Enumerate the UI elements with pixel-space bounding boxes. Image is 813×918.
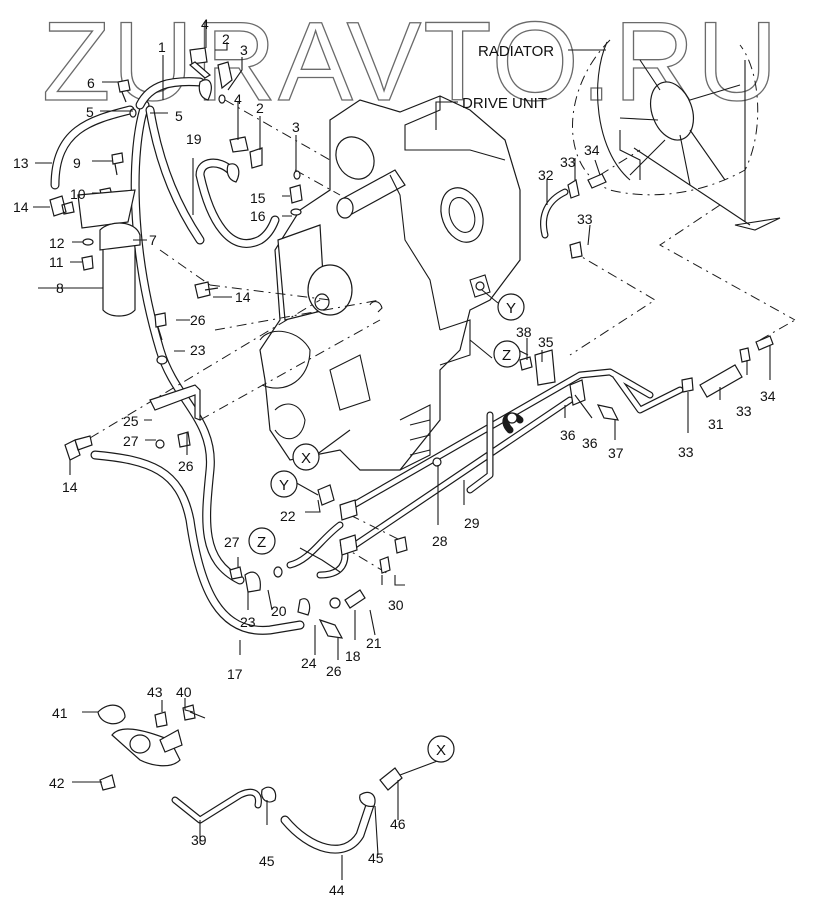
- callout-45: 45: [368, 850, 384, 866]
- callout-3: 3: [292, 119, 300, 135]
- callout-40: 40: [176, 684, 192, 700]
- callout-30: 30: [388, 597, 404, 613]
- callout-4: 4: [234, 91, 242, 107]
- callout-41: 41: [52, 705, 68, 721]
- svg-text:Y: Y: [279, 477, 289, 494]
- callout-16: 16: [250, 208, 266, 224]
- callout-31: 31: [708, 416, 724, 432]
- callout-7: 7: [149, 232, 157, 248]
- callout-2: 2: [256, 100, 264, 116]
- marker-y-lower: Y: [270, 470, 298, 498]
- callout-4: 4: [201, 16, 209, 32]
- callout-25: 25: [123, 413, 139, 429]
- callout-32: 32: [538, 167, 554, 183]
- callout-23: 23: [240, 614, 256, 630]
- marker-y-upper: Y: [497, 293, 525, 321]
- marker-z-upper: Z: [493, 340, 521, 368]
- callout-46: 46: [390, 816, 406, 832]
- callout-1: 1: [158, 39, 166, 55]
- callout-26: 26: [326, 663, 342, 679]
- callout-27: 27: [224, 534, 240, 550]
- callout-42: 42: [49, 775, 65, 791]
- callout-23: 23: [190, 342, 206, 358]
- callout-33: 33: [577, 211, 593, 227]
- svg-text:Z: Z: [257, 534, 266, 551]
- callout-34: 34: [584, 142, 600, 158]
- callout-24: 24: [301, 655, 317, 671]
- callout-39: 39: [191, 832, 207, 848]
- radiator: [572, 39, 796, 321]
- callout-36: 36: [582, 435, 598, 451]
- svg-text:X: X: [301, 450, 311, 467]
- callout-18: 18: [345, 648, 361, 664]
- center-lines: [89, 99, 796, 576]
- callout-28: 28: [432, 533, 448, 549]
- callout-33: 33: [678, 444, 694, 460]
- hoses: [50, 77, 743, 854]
- callout-5: 5: [86, 104, 94, 120]
- marker-x-upper: X: [292, 443, 320, 471]
- svg-text:Z: Z: [502, 347, 511, 364]
- drive-unit-label: DRIVE UNIT: [462, 95, 547, 112]
- callout-6: 6: [87, 75, 95, 91]
- callout-36: 36: [560, 427, 576, 443]
- callout-35: 35: [538, 334, 554, 350]
- drive-unit: [259, 95, 521, 471]
- callout-14: 14: [235, 289, 251, 305]
- callout-22: 22: [280, 508, 296, 524]
- callout-29: 29: [464, 515, 480, 531]
- callout-11: 11: [49, 254, 64, 270]
- callout-21: 21: [366, 635, 382, 651]
- callout-38: 38: [516, 324, 532, 340]
- callout-27: 27: [123, 433, 139, 449]
- radiator-label: RADIATOR: [478, 43, 554, 60]
- callout-17: 17: [227, 666, 243, 682]
- callout-3: 3: [240, 42, 248, 58]
- callout-15: 15: [250, 190, 266, 206]
- callout-44: 44: [329, 882, 345, 898]
- callout-33: 33: [736, 403, 752, 419]
- callout-13: 13: [13, 155, 29, 171]
- callout-20: 20: [271, 603, 287, 619]
- callout-9: 9: [73, 155, 81, 171]
- svg-text:Y: Y: [506, 300, 516, 317]
- callout-2: 2: [222, 31, 230, 47]
- callout-26: 26: [178, 458, 194, 474]
- callout-14: 14: [62, 479, 78, 495]
- fittings: [49, 47, 774, 807]
- callout-5: 5: [175, 108, 183, 124]
- callout-45: 45: [259, 853, 275, 869]
- callout-37: 37: [608, 445, 624, 461]
- callouts: 1 2 2 3 3 4 4 5 5 6 7 8 9 10 11 12 13 14…: [13, 16, 776, 898]
- callout-26: 26: [190, 312, 206, 328]
- callout-34: 34: [760, 388, 776, 404]
- callout-10: 10: [70, 186, 86, 202]
- callout-43: 43: [147, 684, 163, 700]
- svg-text:X: X: [436, 742, 446, 759]
- leader-lines: [33, 20, 771, 880]
- callout-14: 14: [13, 199, 29, 215]
- marker-z-lower: Z: [248, 527, 276, 555]
- callout-8: 8: [56, 280, 64, 296]
- callout-33: 33: [560, 154, 576, 170]
- callout-12: 12: [49, 235, 65, 251]
- callout-19: 19: [186, 131, 202, 147]
- marker-x-lower: X: [427, 735, 455, 763]
